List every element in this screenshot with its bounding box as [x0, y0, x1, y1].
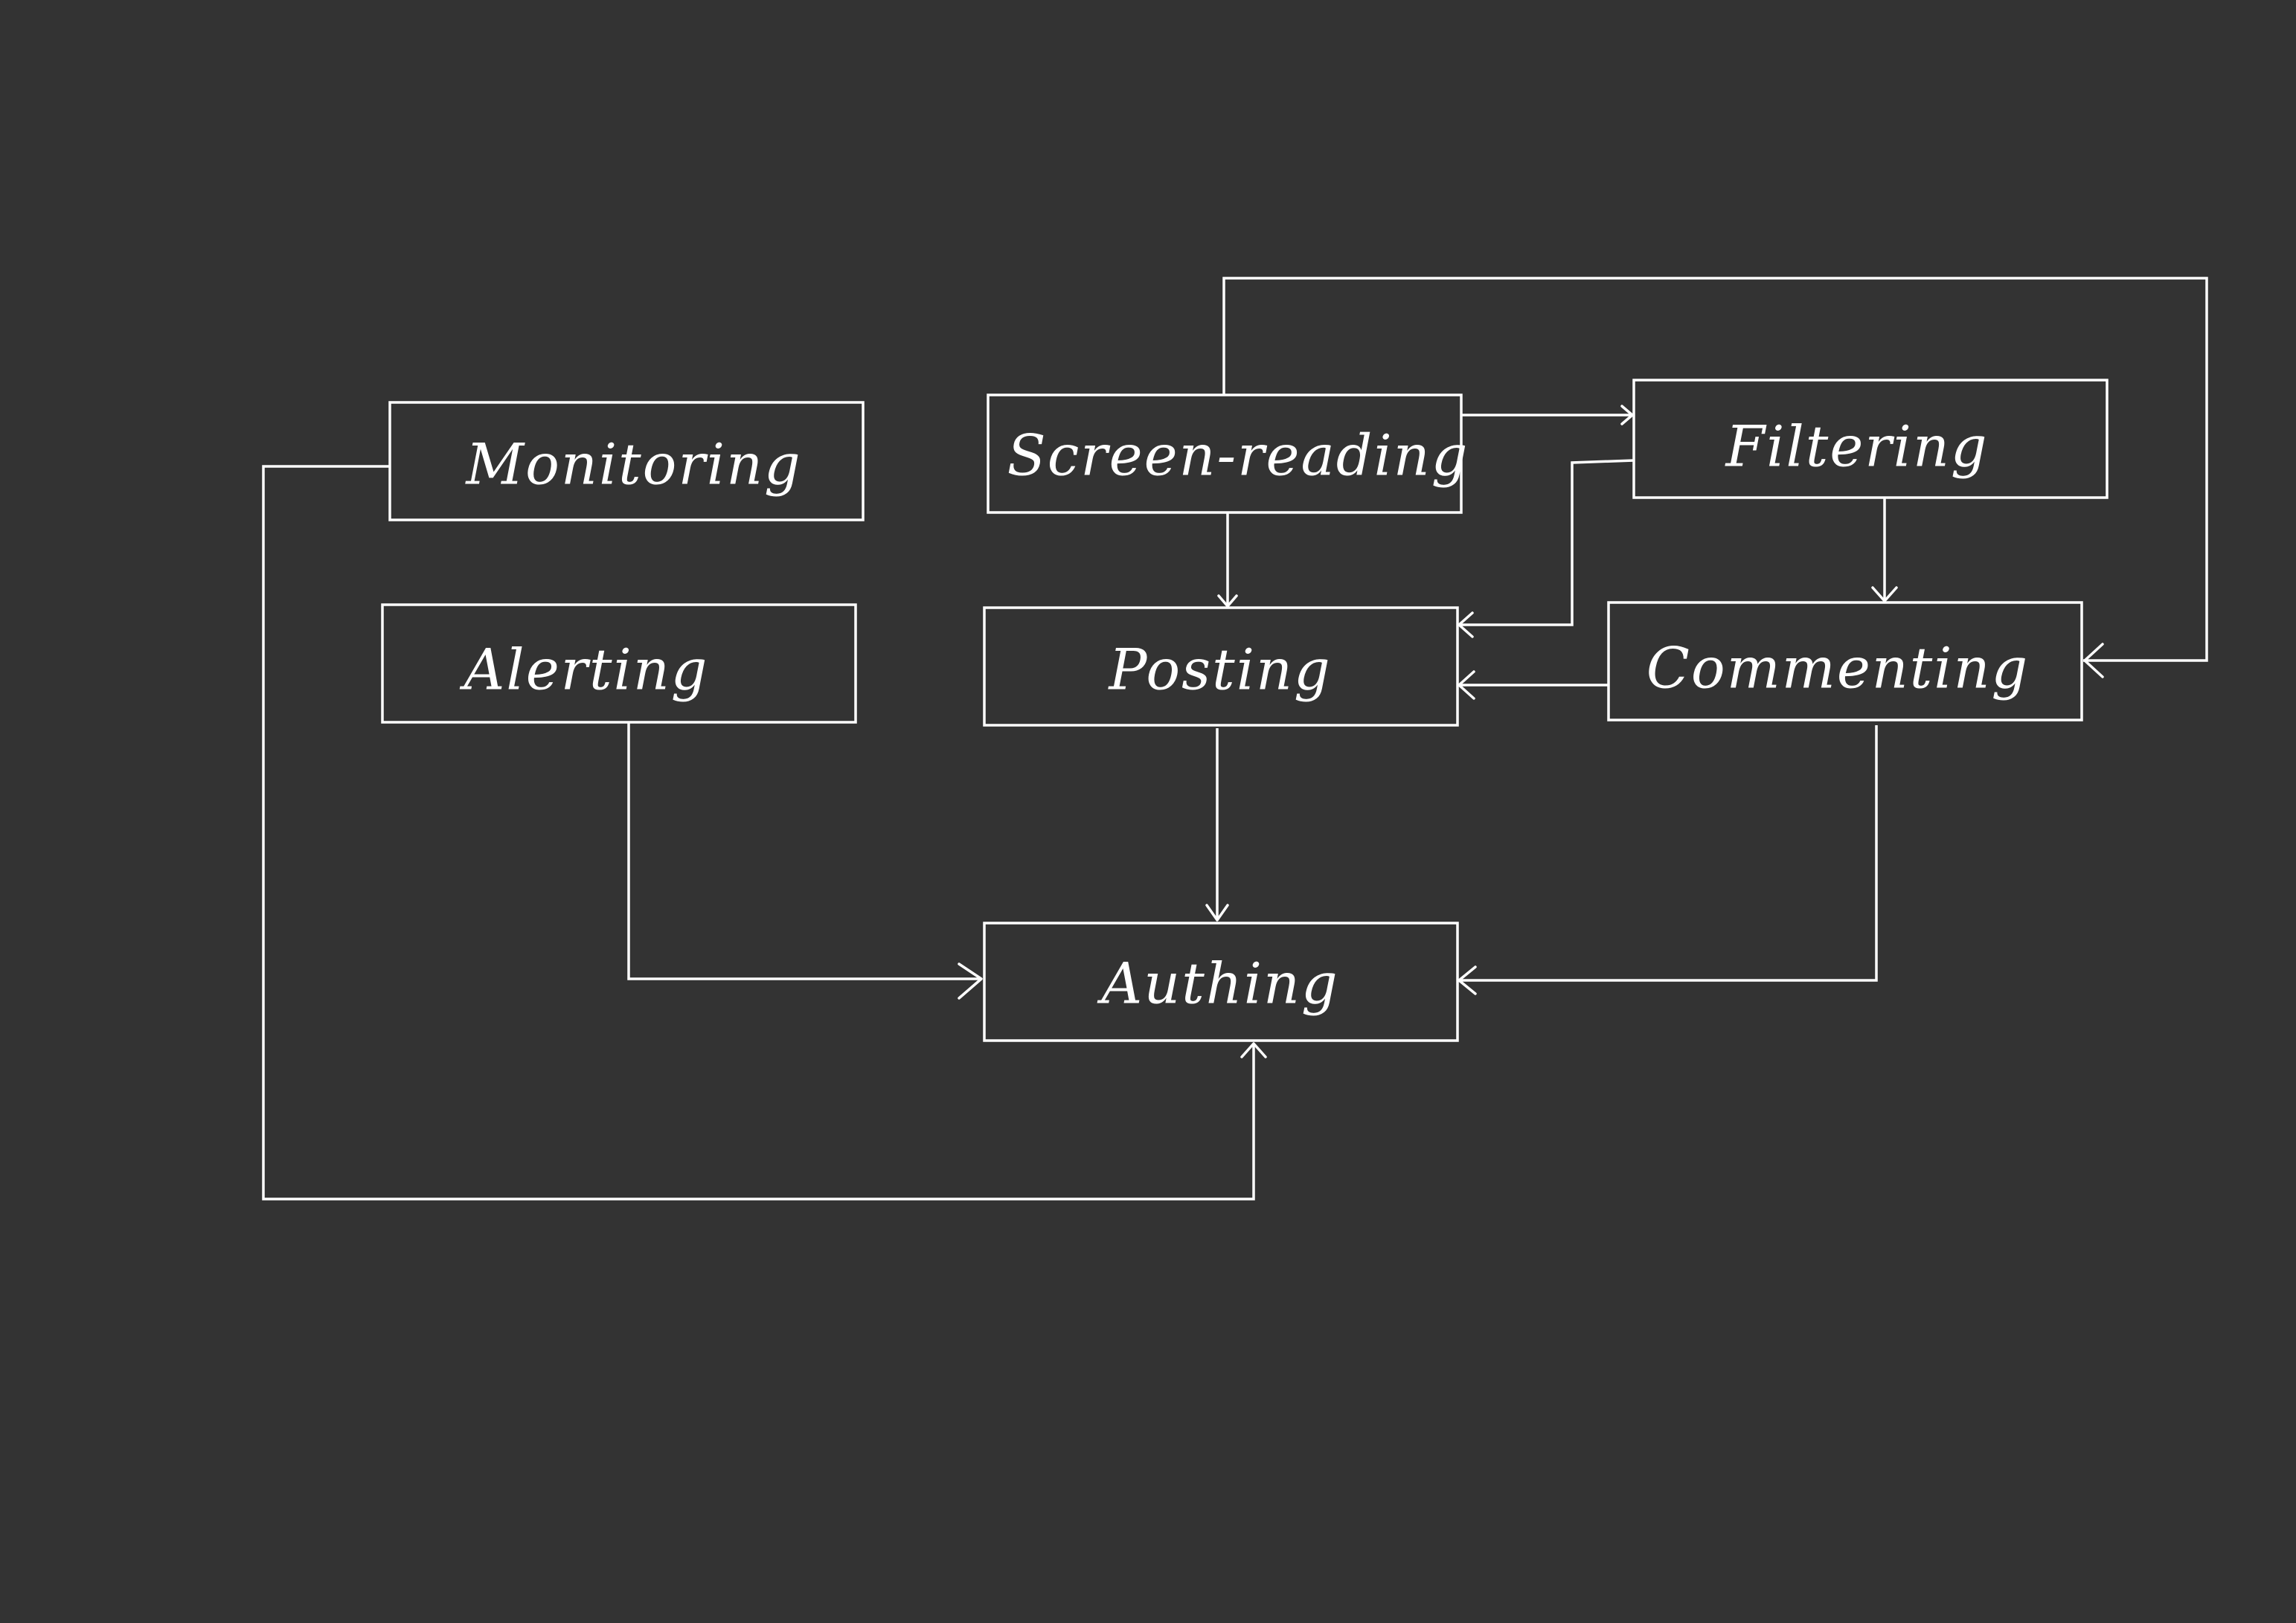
node-monitoring: Monitoring	[388, 401, 865, 521]
edge-alerting-to-authing	[627, 722, 983, 1000]
node-alerting: Alerting	[381, 603, 857, 724]
node-alerting-label: Alerting	[460, 637, 709, 703]
node-commenting-box	[1607, 601, 2083, 721]
node-posting: Posting	[983, 606, 1459, 727]
arrowhead	[1458, 611, 1474, 638]
node-screen-reading: Screen-reading	[987, 393, 1469, 514]
edge-commenting-to-authing	[1458, 725, 1878, 995]
arrowhead	[1620, 405, 1634, 425]
node-authing: Authing	[983, 922, 1459, 1042]
node-monitoring-box	[388, 401, 865, 521]
arrowhead	[1217, 594, 1238, 608]
arrowhead	[1240, 1042, 1267, 1058]
node-filtering: Filtering	[1632, 379, 2109, 499]
edge-posting-to-authing	[1205, 728, 1229, 922]
node-screen-reading-label: Screen-reading	[1007, 422, 1469, 489]
arrowhead	[1871, 586, 1898, 602]
edge-monitoring-to-authing	[262, 465, 1267, 1201]
edge-filtering-to-posting	[1458, 459, 1635, 638]
arrowhead	[1458, 670, 1475, 700]
node-filtering-label: Filtering	[1724, 414, 1988, 480]
node-commenting: Commenting	[1607, 601, 2083, 721]
edge-screen-reading-to-filtering	[1461, 405, 1634, 425]
arrowhead	[1205, 904, 1229, 922]
edge-filtering-to-commenting	[1871, 498, 1898, 602]
node-alerting-box	[381, 603, 857, 724]
node-filtering-box	[1632, 379, 2109, 499]
node-authing-box	[983, 922, 1459, 1042]
node-commenting-label: Commenting	[1646, 635, 2029, 701]
node-authing-label: Authing	[1097, 951, 1338, 1017]
edge-screen-reading-to-posting	[1217, 512, 1238, 608]
node-posting-label: Posting	[1107, 637, 1331, 703]
arrowhead	[2083, 643, 2104, 678]
node-monitoring-label: Monitoring	[464, 431, 801, 498]
arrowhead	[958, 962, 983, 1000]
edge-screen-reading-to-commenting	[1222, 277, 2208, 678]
node-posting-box	[983, 606, 1459, 727]
arrowhead	[1458, 965, 1477, 995]
edge-commenting-to-posting	[1458, 670, 1609, 700]
